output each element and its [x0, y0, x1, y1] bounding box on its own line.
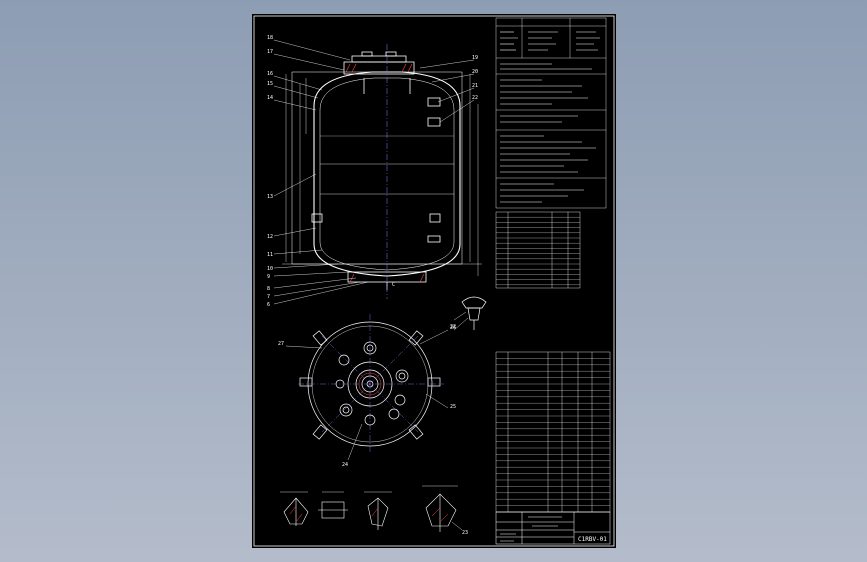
svg-text:22: 22	[472, 95, 478, 101]
parts-list-rows	[496, 358, 610, 513]
svg-text:19: 19	[472, 55, 478, 61]
svg-text:7: 7	[267, 294, 270, 300]
callouts-right: 19 20 21 22	[472, 55, 478, 101]
plan-hatch	[358, 372, 382, 396]
svg-text:13: 13	[267, 194, 273, 200]
leader-lines-right	[419, 59, 475, 123]
svg-text:9: 9	[267, 274, 270, 280]
svg-text:6: 6	[267, 302, 270, 308]
svg-text:14: 14	[267, 95, 273, 101]
svg-text:18: 18	[267, 35, 273, 41]
plan-leaders	[285, 329, 449, 461]
title-block-text	[500, 516, 562, 542]
bottom-details	[280, 485, 463, 532]
tech-table-text	[500, 31, 600, 203]
plan-callout-26: 26	[450, 325, 456, 331]
sheet-border	[253, 15, 615, 547]
svg-text:15: 15	[267, 81, 273, 87]
drawing-number: C1RBV-01	[578, 536, 607, 543]
svg-text:8: 8	[267, 286, 270, 292]
svg-text:21: 21	[472, 83, 478, 89]
tech-table	[495, 17, 607, 209]
leader-lines-left	[273, 39, 369, 305]
plan-callout-27: 27	[278, 341, 284, 347]
vessel-elevation	[282, 51, 482, 290]
plan-callout-24: 24	[342, 462, 348, 468]
svg-text:16: 16	[267, 71, 273, 77]
plan-callout-25: 25	[450, 404, 456, 410]
cad-drawing: 18 17 16 15 14 13 12 11 10 9 8 7 6 19 20…	[253, 15, 615, 547]
detail-view	[453, 296, 487, 331]
parts-list-table	[495, 351, 611, 513]
nozzle-table	[495, 211, 581, 289]
callouts-left: 18 17 16 15 14 13 12 11 10 9 8 7 6	[267, 35, 273, 308]
bottom-details-hatch	[289, 505, 449, 523]
svg-text:10: 10	[267, 266, 273, 272]
svg-text:20: 20	[472, 69, 478, 75]
svg-text:11: 11	[267, 252, 273, 258]
svg-text:12: 12	[267, 234, 273, 240]
svg-text:17: 17	[267, 49, 273, 55]
detail-callout: 22	[450, 324, 456, 330]
nozzle-table-rows	[496, 217, 580, 285]
section-hatch	[345, 63, 425, 283]
bottom-callout: C	[392, 282, 395, 288]
plan-centerlines	[298, 314, 444, 454]
title-block	[495, 511, 611, 545]
bottom-callout-23: 23	[462, 530, 468, 536]
drawing-sheet: 18 17 16 15 14 13 12 11 10 9 8 7 6 19 20…	[252, 14, 616, 548]
